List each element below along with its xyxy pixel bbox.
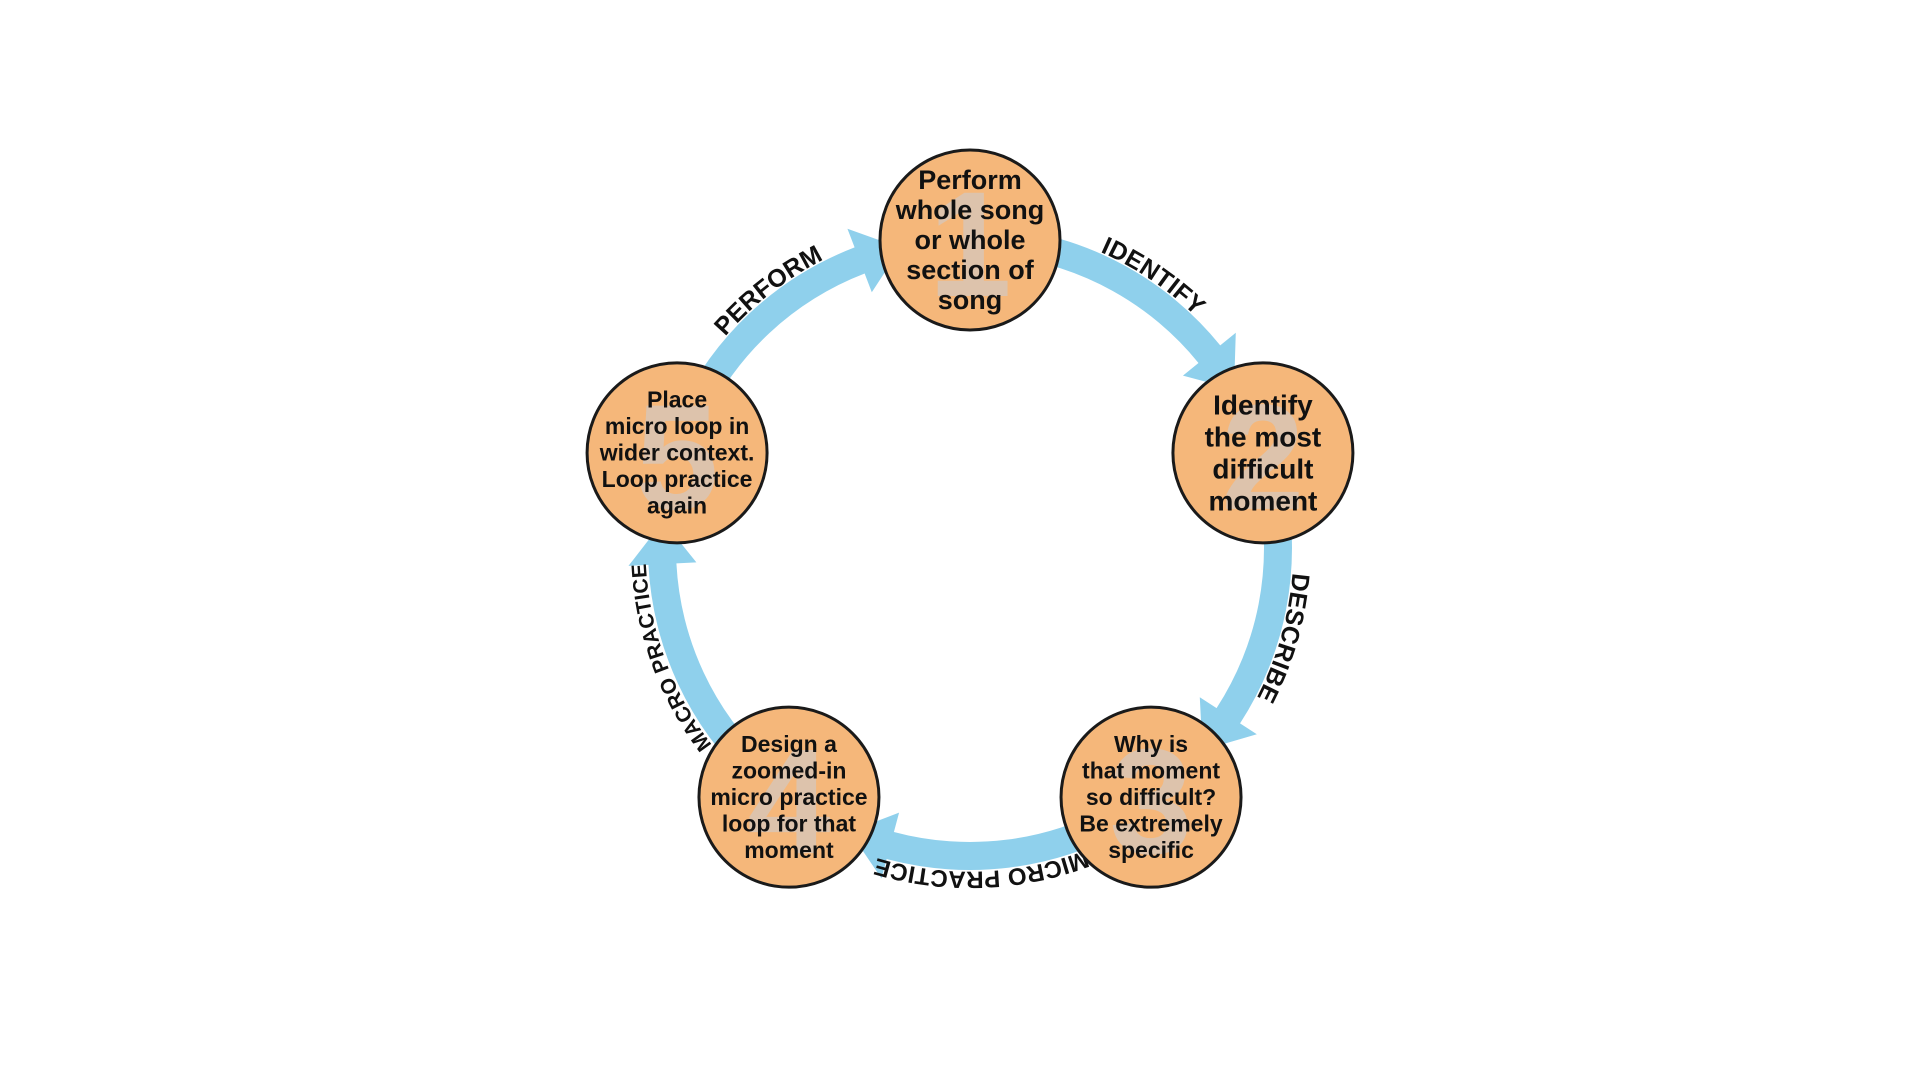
step-1-text-line: section of: [906, 255, 1035, 285]
step-5-text-line: wider context.: [599, 440, 755, 466]
step-2-text-line: Identify: [1213, 389, 1313, 420]
step-circle-4: [697, 705, 881, 889]
step-4-text-line: micro practice: [710, 784, 867, 810]
step-number-4: 4: [747, 717, 830, 885]
step-1-text-line: whole song: [895, 195, 1045, 225]
step-4-text-line: Design a: [741, 731, 837, 757]
cycle-arrow-5: [678, 228, 901, 424]
step-5-text-line: again: [647, 493, 707, 519]
cycle-arrow-3: [849, 805, 1127, 879]
cycle-arrow-2: [1199, 486, 1292, 751]
step-4-text-line: zoomed-in: [731, 757, 846, 783]
step-3-text-line: so difficult?: [1086, 784, 1216, 810]
step-number-5: 5: [635, 373, 718, 541]
step-3-text-line: that moment: [1082, 757, 1220, 783]
step-2-text-line: difficult: [1212, 453, 1313, 484]
step-5-text-line: Place: [647, 387, 707, 413]
step-2-text-line: the most: [1205, 421, 1322, 452]
step-4-text-line: loop for that: [722, 810, 856, 836]
step-5-text-line: Loop practice: [602, 466, 753, 492]
cycle-arrow-4: [628, 521, 770, 784]
step-circle-1: [878, 148, 1062, 332]
step-3-text-line: Why is: [1114, 731, 1188, 757]
step-number-2: 2: [1221, 373, 1304, 541]
step-3-text-line: specific: [1108, 837, 1194, 863]
step-4-text-line: moment: [744, 837, 834, 863]
step-1-text-line: or whole: [914, 225, 1025, 255]
cycle-arrow-1: [1005, 228, 1236, 390]
step-1-text-line: Perform: [918, 165, 1022, 195]
step-number-1: 1: [928, 160, 1011, 328]
step-circle-5: [585, 361, 769, 545]
step-3-text-line: Be extremely: [1079, 810, 1222, 836]
step-circle-3: [1059, 705, 1243, 889]
step-circle-2: [1171, 361, 1355, 545]
step-number-3: 3: [1109, 717, 1192, 885]
step-1-text-line: song: [938, 285, 1003, 315]
step-5-text-line: micro loop in: [605, 413, 749, 439]
step-2-text-line: moment: [1208, 485, 1317, 516]
